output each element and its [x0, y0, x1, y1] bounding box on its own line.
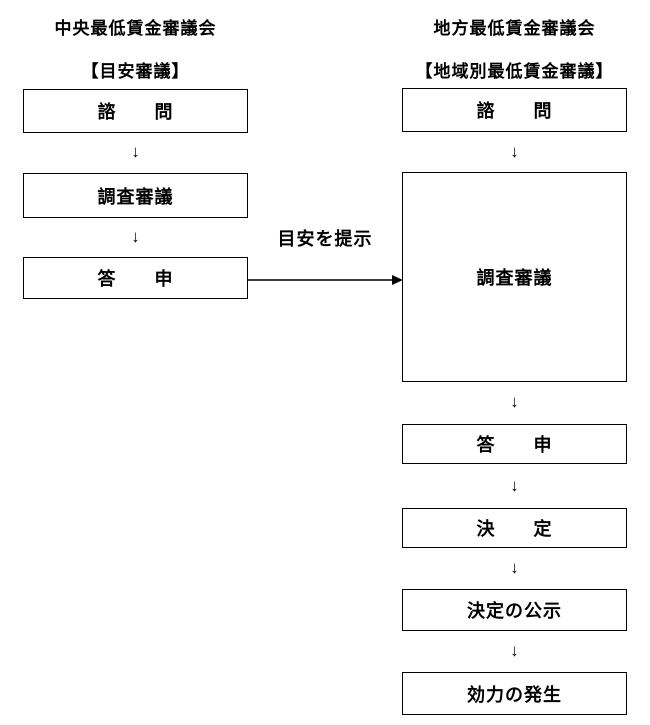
guideline-arrow — [248, 275, 403, 285]
guideline-connector-label: 目安を提示 — [277, 229, 373, 249]
right-column-title: 地方最低賃金審議会 — [433, 19, 596, 38]
effect-box-label: 効力の発生 — [467, 684, 562, 705]
down-arrow-icon: ↓ — [510, 641, 519, 660]
decision-box: 決 定 — [402, 508, 627, 548]
down-arrow-icon: ↓ — [510, 476, 519, 495]
left-column-subtitle: 【目安審議】 — [81, 62, 190, 81]
down-arrow-icon: ↓ — [510, 558, 519, 577]
public-notice-box: 決定の公示 — [402, 589, 627, 631]
consultation-box-right: 諮 問 — [402, 88, 627, 132]
down-arrow-icon: ↓ — [131, 227, 140, 246]
down-arrow-icon: ↓ — [131, 142, 140, 161]
deliberation-box-left-label: 調査審議 — [97, 186, 174, 207]
report-box-right-label: 答 申 — [476, 435, 553, 455]
right-column-subtitle: 【地域別最低賃金審議】 — [415, 62, 614, 81]
decision-box-label: 決 定 — [476, 519, 553, 539]
deliberation-box-right-label: 調査審議 — [476, 268, 553, 288]
deliberation-box-left: 調査審議 — [23, 173, 248, 218]
deliberation-box-right: 調査審議 — [402, 172, 627, 382]
report-box-left-label: 答 申 — [97, 269, 174, 289]
down-arrow-icon: ↓ — [510, 142, 519, 161]
consultation-box-left-label: 諮 問 — [97, 102, 174, 122]
consultation-box-left: 諮 問 — [23, 89, 248, 133]
report-box-right: 答 申 — [402, 424, 627, 464]
left-column-title: 中央最低賃金審議会 — [54, 19, 217, 38]
effect-box: 効力の発生 — [402, 672, 627, 715]
consultation-box-right-label: 諮 問 — [476, 101, 553, 121]
public-notice-box-label: 決定の公示 — [467, 601, 562, 621]
down-arrow-icon: ↓ — [510, 392, 519, 411]
report-box-left: 答 申 — [23, 257, 248, 299]
